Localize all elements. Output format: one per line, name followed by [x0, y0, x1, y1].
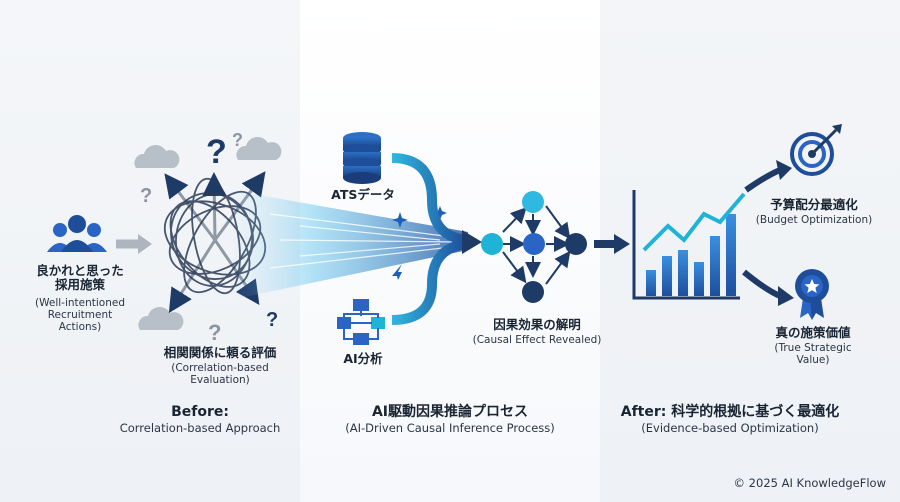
recruitment-actions-en-label: (Well-intentioned Recruitment Actions): [35, 297, 125, 334]
question-mark-icons: ? ? ? ? ?: [140, 130, 278, 345]
people-icon: [47, 215, 107, 252]
budget-arrow-head: [776, 160, 792, 180]
flowchart-icon: [337, 299, 385, 345]
database-icon: [343, 132, 381, 184]
recruitment-actions-label: 良かれと思った 採用施策: [36, 263, 124, 293]
budget-arrow: [744, 167, 782, 193]
merge-arrow-head: [462, 230, 482, 254]
before-subtitle: Correlation-based Approach: [119, 421, 281, 435]
true-value-en-label: (True Strategic Value): [774, 342, 852, 367]
process-subtitle: (AI-Driven Causal Inference Process): [345, 421, 555, 435]
ai-analysis-label: AI分析: [343, 351, 383, 366]
true-value-label: 真の施策価値: [775, 325, 851, 340]
causal-graph: [481, 191, 587, 303]
budget-optimization-en-label: (Budget Optimization): [755, 214, 873, 226]
ats-data-label: ATSデータ: [331, 187, 395, 202]
sparkle-icons: [392, 206, 447, 280]
beam-streaks: [269, 213, 461, 269]
copyright-text: © 2025 AI KnowledgeFlow: [733, 476, 886, 490]
analysis-pipe: [391, 239, 467, 325]
svg-text:?: ?: [206, 133, 227, 171]
before-title: Before:: [171, 404, 229, 420]
value-arrow: [742, 269, 782, 299]
causal-effect-label: 因果効果の解明: [493, 317, 581, 332]
data-pipe: [391, 153, 467, 245]
svg-text:?: ?: [232, 130, 243, 150]
growth-chart-icon: [632, 190, 746, 300]
svg-text:?: ?: [266, 309, 278, 331]
light-beam: [230, 190, 468, 300]
target-icon: [790, 124, 842, 176]
svg-text:?: ?: [208, 320, 221, 345]
value-arrow-head: [778, 286, 794, 306]
award-badge-icon: [795, 269, 829, 320]
output-arrow-head: [614, 234, 630, 254]
correlation-eval-en-label: (Correlation-based Evaluation): [171, 362, 269, 387]
input-arrow-head: [138, 234, 152, 254]
process-title: AI駆動因果推論プロセス: [371, 404, 529, 420]
after-panel: [600, 0, 900, 502]
svg-text:?: ?: [140, 185, 152, 207]
after-subtitle: (Evidence-based Optimization): [641, 421, 819, 435]
budget-optimization-label: 予算配分最適化: [770, 197, 858, 212]
after-title: After: 科学的根拠に基づく最適化: [620, 404, 840, 420]
causal-effect-en-label: (Causal Effect Revealed): [472, 334, 602, 346]
correlation-eval-label: 相関関係に頼る評価: [163, 345, 277, 360]
